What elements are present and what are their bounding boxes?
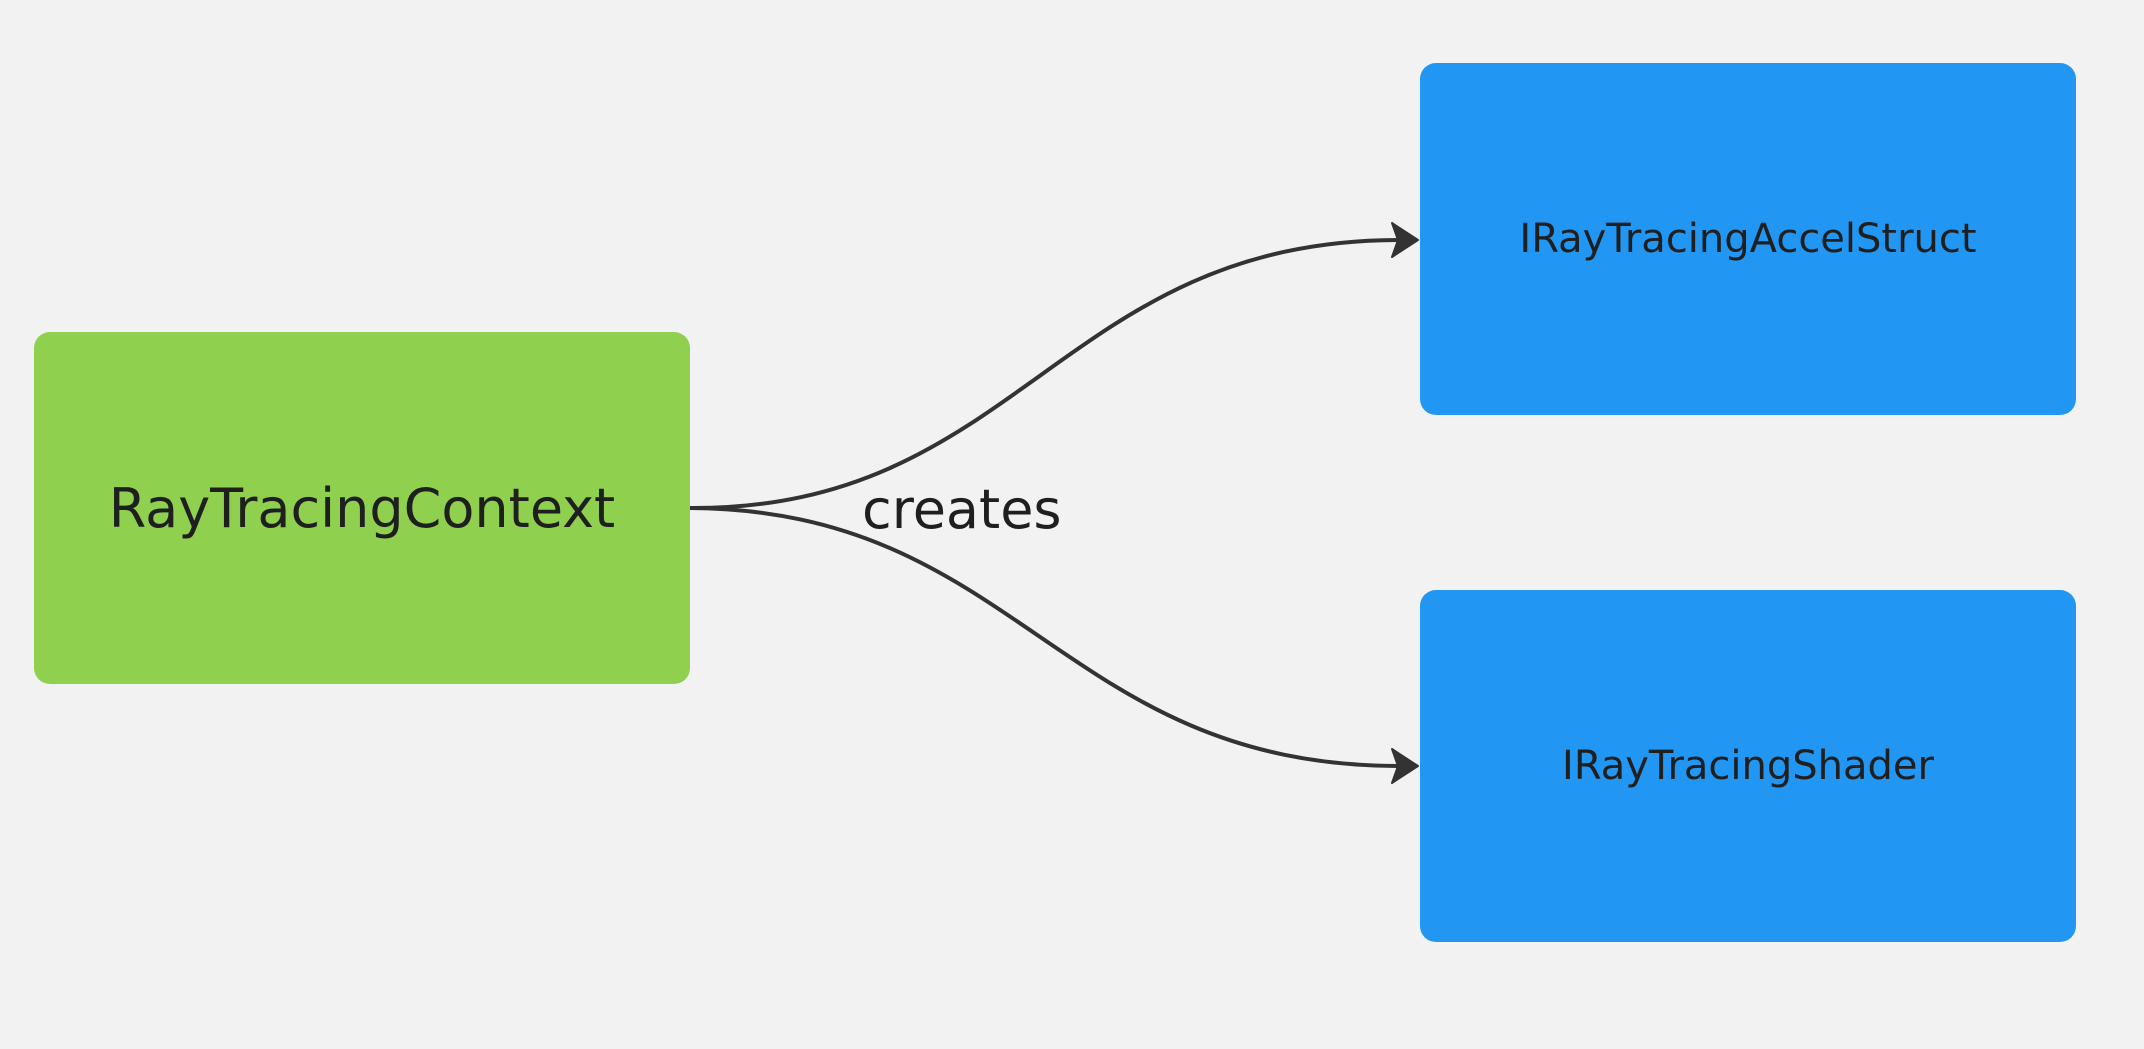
node-iraytracing-shader[interactable]: IRayTracingShader: [1420, 590, 2076, 942]
node-label: RayTracingContext: [108, 476, 616, 540]
connector-to-shader[interactable]: [689, 506, 1401, 768]
arrowhead-accel-struct: [1391, 222, 1419, 258]
arrowhead-shader: [1391, 748, 1419, 784]
node-raytracing-context[interactable]: RayTracingContext: [34, 332, 690, 684]
node-iraytracing-accel-struct[interactable]: IRayTracingAccelStruct: [1420, 63, 2076, 415]
node-label: IRayTracingAccelStruct: [1519, 216, 1977, 262]
connector-to-accel-struct[interactable]: [689, 238, 1401, 511]
edge-label-creates: creates: [862, 478, 1062, 541]
node-label: IRayTracingShader: [1562, 743, 1934, 789]
